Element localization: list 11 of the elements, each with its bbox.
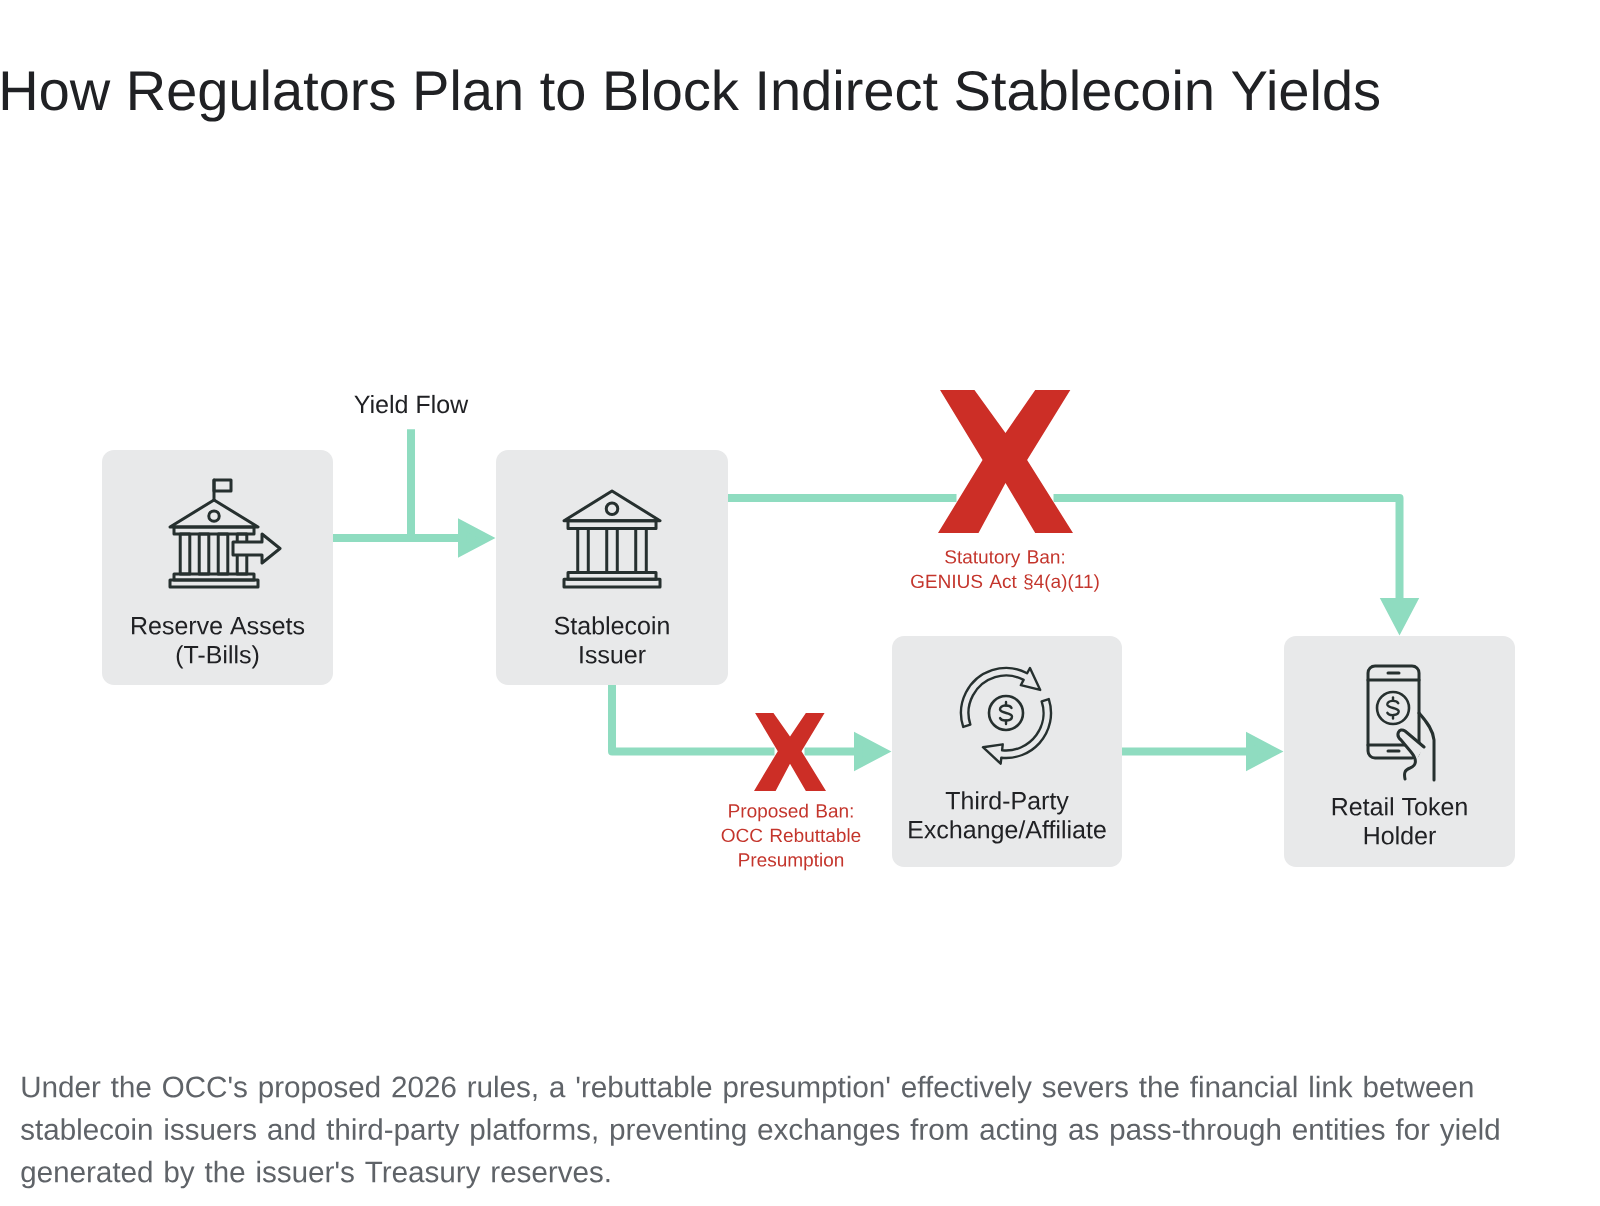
- cross-mark: [938, 390, 1073, 533]
- flow-label: Yield Flow: [354, 394, 469, 414]
- caption: Under the OCC's proposed 2026 rules, a 'rebuttable presumption' effectively severs the financial link between stablecoin issuers and third-party platforms, preventing exchanges from acting as pass-through entities for yield generated by the issuer's Treasury reserves.: [21, 1075, 1499, 1189]
- process-box: Stablecoin Issuer: [496, 450, 728, 685]
- process-box: Retail Token Holder: [1284, 636, 1515, 867]
- process-box: Third-Party Exchange/Affiliate: [892, 636, 1122, 867]
- process-box: Reserve Assets (T-Bills): [102, 450, 333, 685]
- mark-caption: Proposed Ban: OCC Rebuttable Presumption: [721, 803, 861, 871]
- mark-caption: Statutory Ban: GENIUS Act §4(a)(11): [911, 550, 1099, 592]
- cross-mark: [754, 713, 826, 791]
- title: How Regulators Plan to Block Indirect Stablecoin Yields: [2, 69, 1380, 122]
